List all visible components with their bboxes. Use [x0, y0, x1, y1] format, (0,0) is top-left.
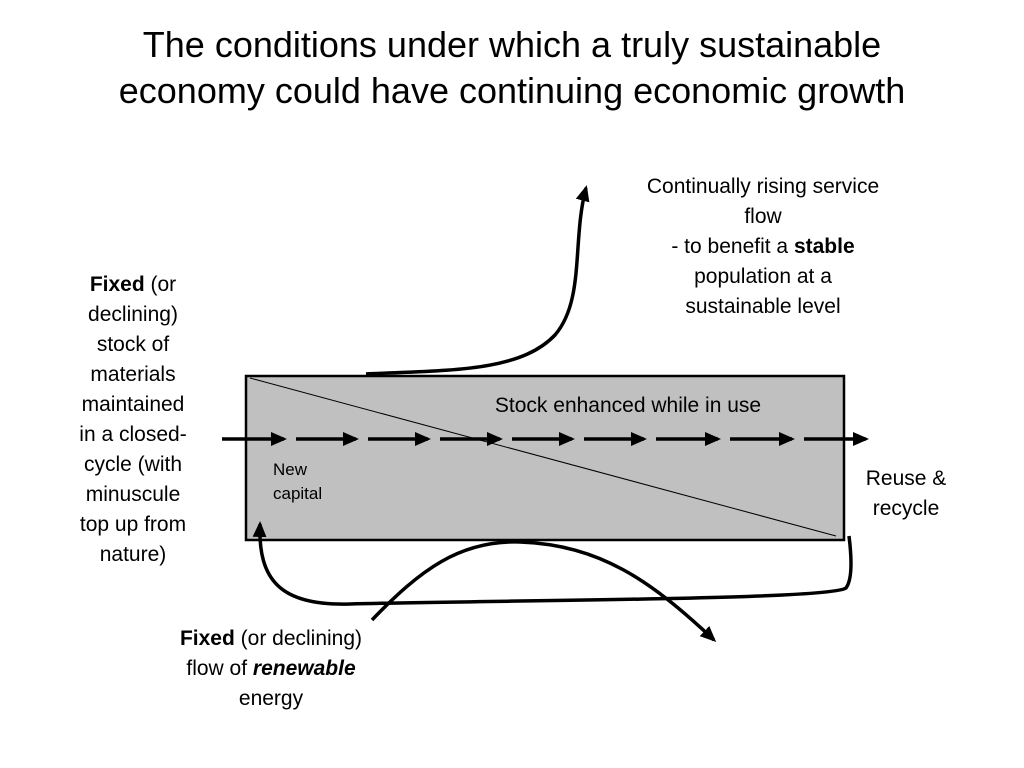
- stock-diagonal-line: [249, 377, 837, 537]
- recycle-loop-arrow: [252, 521, 853, 606]
- energy-flow-arrow: [370, 540, 717, 643]
- title-line-1: The conditions under which a truly susta…: [142, 24, 882, 65]
- title-line-2: economy could have continuing economic g…: [118, 70, 906, 111]
- materials-stock-label: Fixed (or declining) stock of materials …: [79, 273, 187, 566]
- slide-title: The conditions under which a truly susta…: [40, 22, 984, 114]
- reuse-recycle-label: Reuse & recycle: [865, 467, 947, 520]
- service-flow-label: Continually rising service flow - to ben…: [646, 175, 880, 318]
- renewable-energy-label: Fixed (or declining) flow of renewable e…: [179, 627, 363, 710]
- service-flow-arrow: [365, 185, 590, 376]
- new-capital-label: New capital: [273, 460, 323, 503]
- stock-enhanced-label: Stock enhanced while in use: [494, 394, 762, 417]
